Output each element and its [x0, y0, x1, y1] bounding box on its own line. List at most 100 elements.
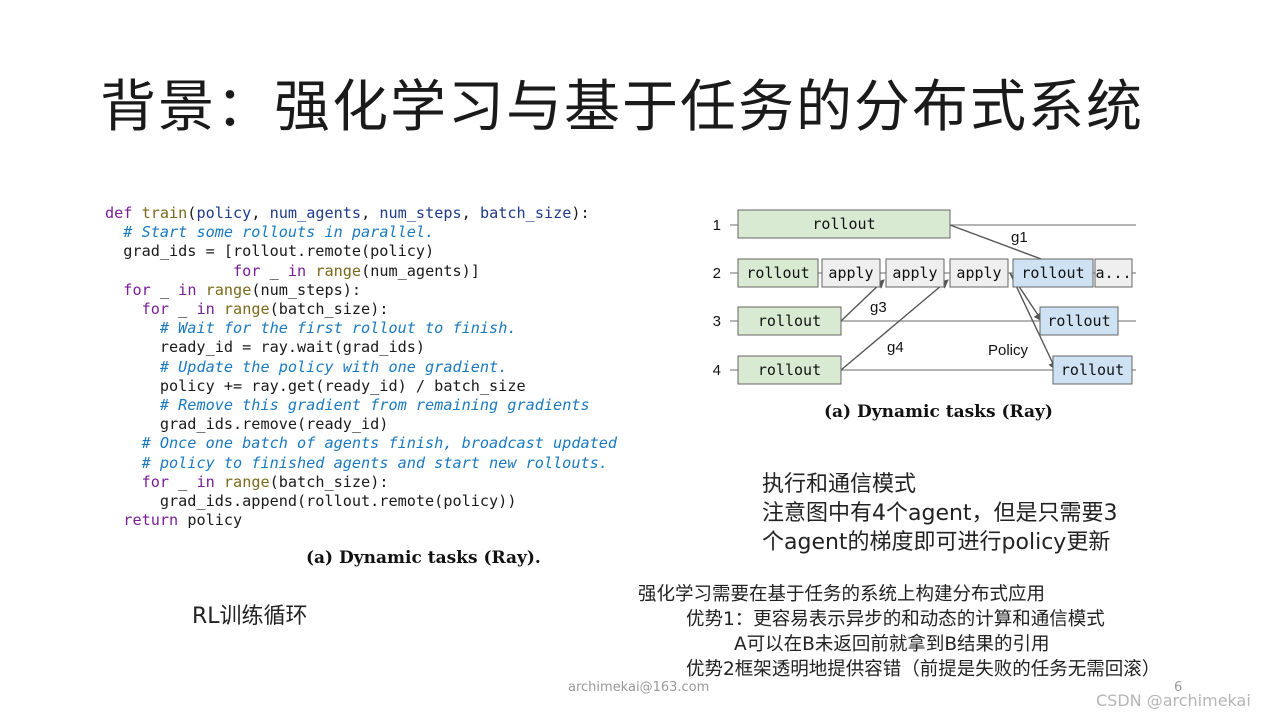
task-label: rollout	[1047, 312, 1110, 330]
code-token: num_steps	[379, 204, 462, 222]
code-token	[105, 473, 142, 491]
code-line: grad_ids = [rollout.remote(policy)	[105, 242, 617, 261]
code-token	[196, 281, 205, 299]
code-line: for _ in range(num_agents)]	[105, 262, 617, 281]
summary-notes: 强化学习需要在基于任务的系统上构建分布式应用 优势1：更容易表示异步的和动态的计…	[638, 582, 1160, 682]
code-token: # Once one batch of agents finish, broad…	[141, 434, 618, 453]
execution-note-line: 注意图中有4个agent，但是只需要3	[762, 501, 1118, 526]
code-token	[105, 319, 160, 337]
task-label: apply	[892, 264, 937, 282]
code-token: range	[223, 472, 270, 491]
execution-note-line: 执行和通信模式	[762, 472, 917, 497]
task-label: rollout	[758, 312, 821, 330]
code-token: policy += ray.get(ready_id) / batch_size	[105, 376, 526, 395]
code-token: in	[178, 280, 197, 299]
code-token: for	[123, 280, 151, 299]
code-token	[105, 358, 160, 376]
task-box	[1094, 258, 1133, 288]
task-box	[1012, 258, 1094, 288]
dependency-arrow	[1009, 272, 1057, 371]
code-token: policy	[196, 204, 252, 222]
code-token: for	[233, 261, 261, 280]
task-label: rollout	[758, 361, 821, 379]
code-line: # Start some rollouts in parallel.	[105, 223, 617, 242]
task-box	[1052, 355, 1133, 385]
arrow-label: g1	[1011, 229, 1028, 246]
code-token: in	[287, 261, 307, 280]
code-line: def train(policy, num_agents, num_steps,…	[105, 204, 617, 223]
code-line: # Remove this gradient from remaining gr…	[105, 396, 617, 415]
code-token: range	[315, 261, 362, 280]
code-token: # policy to finished agents and start ne…	[141, 453, 608, 472]
summary-line: 优势2框架透明地提供容错（前提是失败的任务无需回滚）	[686, 659, 1161, 680]
code-token: ):	[571, 204, 590, 222]
code-token: for	[141, 300, 170, 319]
row-label: 1	[713, 217, 721, 234]
code-token: ,	[361, 204, 380, 222]
code-token: _	[150, 280, 179, 299]
task-box	[1039, 306, 1119, 336]
code-token: num_agents	[269, 204, 362, 222]
summary-line: 强化学习需要在基于任务的系统上构建分布式应用	[638, 584, 1046, 605]
code-token: _	[169, 300, 197, 319]
page-number: 6	[1174, 680, 1183, 695]
code-token: in	[196, 472, 215, 491]
code-token: (batch_size):	[269, 472, 389, 491]
row-label: 4	[713, 362, 721, 379]
code-token	[105, 262, 233, 280]
code-line: # Wait for the first rollout to finish.	[105, 319, 617, 338]
footer-email: archimekai@163.com	[568, 680, 710, 695]
code-line: for _ in range(num_steps):	[105, 281, 617, 300]
code-token	[306, 262, 315, 280]
code-line: # Once one batch of agents finish, broad…	[105, 434, 617, 453]
code-token: policy	[178, 511, 243, 530]
code-token	[215, 300, 224, 318]
code-line: return policy	[105, 511, 617, 530]
task-label: apply	[956, 264, 1001, 282]
code-token: (num_steps):	[251, 280, 362, 299]
slide-title: 背景：强化学习与基于任务的分布式系统	[100, 75, 1144, 140]
code-token: # Remove this gradient from remaining gr…	[159, 396, 590, 415]
code-token	[105, 300, 142, 318]
code-token	[105, 396, 160, 414]
task-box	[737, 209, 951, 239]
task-label: a...	[1095, 264, 1131, 282]
task-box	[737, 355, 842, 385]
code-token: # Start some rollouts in parallel.	[123, 223, 435, 242]
execution-note-line: 个agent的梯度即可进行policy更新	[762, 530, 1111, 555]
task-box	[885, 258, 945, 288]
code-token: for	[141, 472, 170, 491]
arrow-label: Policy	[988, 342, 1029, 359]
arrow-label: g4	[887, 339, 904, 356]
task-box	[949, 258, 1009, 288]
code-line: policy += ray.get(ready_id) / batch_size	[105, 377, 617, 396]
code-caption: (a) Dynamic tasks (Ray).	[306, 548, 541, 568]
code-line: grad_ids.append(rollout.remote(policy))	[105, 492, 617, 511]
code-token: # Update the policy with one gradient.	[159, 357, 508, 376]
code-token: ,	[251, 204, 270, 222]
code-token: return	[123, 511, 179, 530]
watermark: CSDN @archimekai	[1096, 691, 1251, 710]
summary-line: A可以在B未返回前就拿到B结果的引用	[734, 634, 1050, 655]
code-token	[215, 473, 224, 491]
code-token: def	[105, 204, 142, 222]
task-box	[737, 258, 819, 288]
code-token: batch_size	[479, 204, 572, 222]
code-token: grad_ids.append(rollout.remote(policy))	[105, 492, 517, 511]
execution-note: 执行和通信模式 注意图中有4个agent，但是只需要3 个agent的梯度即可进…	[762, 470, 1118, 557]
code-token	[105, 454, 142, 472]
summary-line: 优势1：更容易表示异步的和动态的计算和通信模式	[686, 609, 1105, 630]
code-token: # Wait for the first rollout to finish.	[159, 319, 517, 338]
code-line: ready_id = ray.wait(grad_ids)	[105, 338, 617, 357]
code-token: in	[196, 300, 215, 319]
row-label: 3	[713, 313, 721, 330]
code-token: (num_agents)]	[361, 261, 480, 280]
arrow-label: g3	[870, 299, 887, 316]
rl-loop-note: RL训练循环	[192, 604, 308, 629]
code-token: (	[187, 204, 197, 222]
code-token	[105, 281, 123, 299]
code-token: ,	[461, 204, 480, 222]
task-label: rollout	[746, 264, 809, 282]
code-token: range	[205, 280, 252, 299]
